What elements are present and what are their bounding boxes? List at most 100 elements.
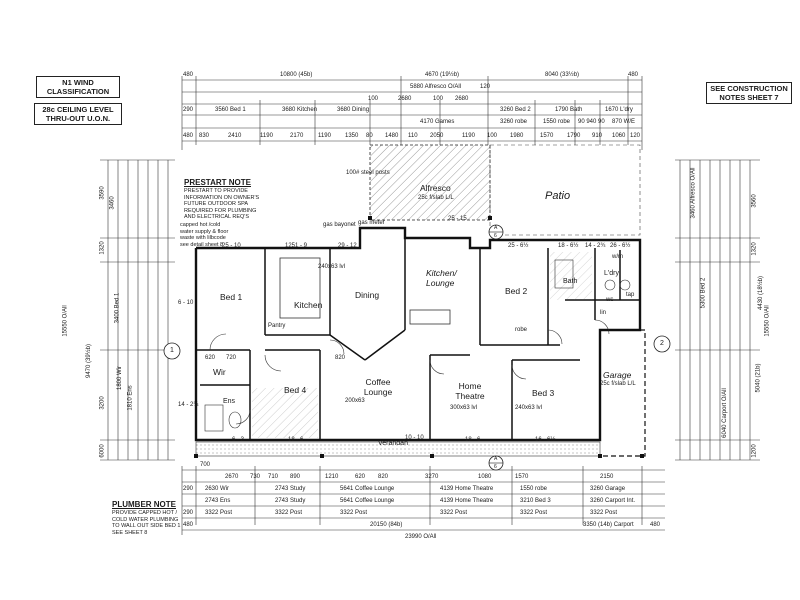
dim-robe-1: 3260 robe (500, 119, 528, 125)
steel-post-label: 100# steel posts (346, 170, 390, 176)
room-wir: Wir (213, 367, 226, 377)
wall-label-11: 6 - 3 (232, 437, 245, 443)
external-walls (194, 226, 642, 442)
dim-r5-0: 480 (183, 133, 194, 139)
rdim-3: 15550 O/All (764, 305, 771, 337)
dim-r5-4: 2170 (290, 133, 304, 139)
bdim-r5-2: 3350 (14b) Carport (583, 522, 634, 528)
room-robe: robe (515, 327, 528, 333)
bdim-r1-10: 1570 (515, 474, 529, 480)
dim-games: 4170 Games (420, 119, 455, 125)
room-alfresco: Alfresco (420, 183, 451, 193)
dim-r5-16: 910 (592, 133, 603, 139)
plumber-note-body: PROVIDE CAPPED HOT / COLD WATER PLUMBING… (112, 510, 181, 536)
ldim-5: 9470 (39½b) (86, 343, 93, 379)
rdim-5: 1200 (751, 444, 758, 458)
dim-r5-14: 1570 (540, 133, 554, 139)
opening-620: 620 (205, 355, 216, 361)
bdim-r1-3: 710 (268, 474, 279, 480)
bdim-r1-0: 700 (200, 462, 211, 468)
plumber-note-title: PLUMBER NOTE (112, 500, 176, 509)
room-ldry: L'dry (604, 270, 619, 277)
bdim-overall: 23990 O/All (405, 534, 437, 540)
wall-label-15: 16 - 6½ (535, 437, 556, 443)
ldim-3: 15550 O/All (62, 305, 69, 337)
dim-r5-1: 830 (199, 133, 210, 139)
top-dimension-lines (181, 76, 643, 150)
bdim-r1-4: 890 (290, 474, 301, 480)
bdim-r1-6: 620 (355, 474, 366, 480)
wall-label-4: 25 - 15 (448, 216, 467, 222)
bdim-r1-1: 2670 (225, 474, 239, 480)
dim-r5-3: 1190 (260, 133, 273, 139)
construction-line-2: NOTES SHEET 7 (719, 93, 779, 102)
dim-r5-10: 2050 (430, 133, 444, 139)
ldim-6: 1810 Ens (127, 385, 134, 411)
dim-r5-6: 1350 (345, 133, 359, 139)
bdim-r5-0: 480 (183, 522, 194, 528)
bdim-r1-11: 2150 (600, 474, 614, 480)
room-patio: Patio (545, 190, 571, 202)
dim-top-overall-2: 4670 (19½b) (425, 72, 460, 78)
dim-r5-17: 1060 (612, 133, 626, 139)
construction-notes-box: SEE CONSTRUCTION NOTES SHEET 7 (706, 82, 792, 104)
bdim-r3-4: 3210 Bed 3 (520, 498, 551, 504)
bdim-r4-6: 3322 Post (590, 510, 618, 516)
ldim-2: 1320 (99, 241, 106, 255)
rdim-6: 3460 Alfresco O/All (690, 167, 697, 219)
ceiling-line-2: THRU-OUT U.O.N. (45, 114, 111, 123)
room-bath: Bath (563, 278, 578, 285)
bdim-r4-0: 290 (183, 510, 194, 516)
gas-meter: gas meter (358, 220, 385, 226)
wind-line-2: CLASSIFICATION (46, 87, 110, 96)
tap-label: tap (626, 292, 635, 298)
dim-kitchen: 3680 Kitchen (282, 107, 318, 113)
section-6-top: 6 (494, 233, 497, 239)
lintel-4: 300x63 lvl (450, 405, 478, 411)
ldim-4: 3400 Bed 1 (114, 292, 121, 324)
bdim-r2-4: 4139 Home Theatre (440, 486, 494, 492)
dim-r5-5: 1190 (318, 133, 331, 139)
prestart-note-title: PRESTART NOTE (184, 178, 251, 187)
room-bed2: Bed 2 (505, 286, 528, 296)
prestart-note-body: PRESTART TO PROVIDE INFORMATION ON OWNER… (184, 188, 260, 220)
dim-bed2: 3260 Bed 2 (500, 107, 531, 113)
room-bed3: Bed 3 (532, 388, 555, 398)
dim-r5-7: 80 (366, 133, 373, 139)
lintel-1: 240x63 lvl (318, 264, 346, 270)
dim-120: 120 (480, 84, 491, 90)
bdim-r4-1: 3322 Post (205, 510, 233, 516)
room-garage: Garage (603, 370, 632, 380)
bdim-r1-9: 1080 (478, 474, 492, 480)
dim-r5-11: 1190 (462, 133, 475, 139)
dim-dining: 3680 Dining (337, 107, 370, 113)
lintel-2: 200x63 (345, 398, 365, 404)
section-a-top: A (494, 225, 498, 231)
bdim-r3-3: 4139 Home Theatre (440, 498, 494, 504)
bdim-r1-5: 1210 (325, 474, 339, 480)
bdim-r2-2: 2743 Study (275, 486, 306, 492)
right-dimension-lines (675, 159, 760, 461)
room-home-theatre: Home Theatre (455, 381, 485, 401)
wm-label: w/m (612, 254, 623, 260)
bdim-r1-7: 820 (378, 474, 389, 480)
opening-720: 720 (226, 355, 237, 361)
wall-label-5: 25 - 6½ (508, 243, 529, 249)
room-wc: wc (606, 297, 614, 303)
room-ens: Ens (223, 398, 236, 405)
rdim-0: 3560 (751, 194, 758, 208)
bdim-r3-5: 3260 Carport Int. (590, 498, 636, 504)
bdim-r2-5: 1550 robe (520, 486, 548, 492)
bdim-r4-4: 3322 Post (440, 510, 468, 516)
dim-2680b: 2680 (455, 96, 469, 102)
bdim-r2-0: 290 (183, 486, 194, 492)
wall-label-12: 18 - 6 (288, 437, 304, 443)
ceiling-line-1: 28c CEILING LEVEL (42, 105, 114, 114)
bathroom-fixtures (204, 259, 631, 432)
section-a-bottom: A (494, 456, 498, 462)
dim-r5-18: 120 (630, 133, 641, 139)
bdim-r3-1: 2743 Study (275, 498, 306, 504)
ceiling-level-box: 28c CEILING LEVEL THRU-OUT U.O.N. (34, 103, 122, 125)
dim-r5-12: 100 (487, 133, 498, 139)
